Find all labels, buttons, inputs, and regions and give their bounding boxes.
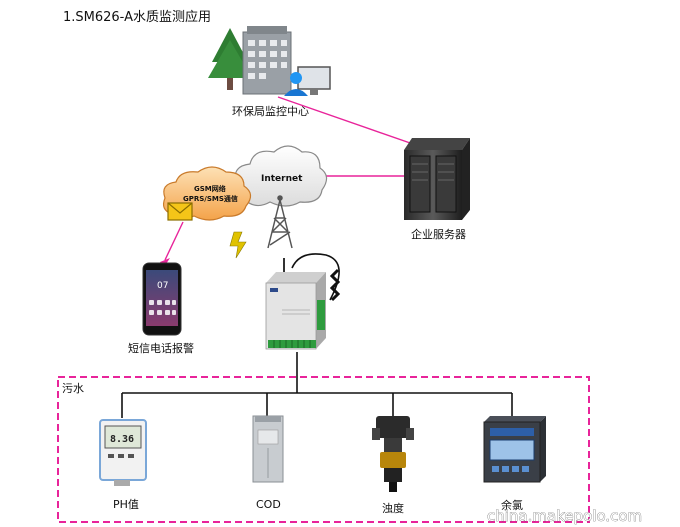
chlorine-label: 余氯: [501, 498, 523, 512]
cell-tower-icon: [267, 195, 293, 249]
ph-meter-icon: 8.36: [99, 419, 147, 486]
rtu-device-icon: [265, 253, 341, 350]
phone-clock: 07: [157, 281, 168, 291]
internet-cloud-icon: [233, 145, 328, 207]
epa-center-label: 环保局监控中心: [232, 104, 309, 118]
link-epa-server: [277, 96, 414, 145]
watermark: china.makepolo.com: [487, 507, 642, 525]
page-title: 1.SM626-A水质监测应用: [63, 9, 211, 25]
server-icon: [404, 138, 470, 220]
cod-analyzer-icon: [252, 415, 284, 483]
phone-icon: 07: [142, 262, 182, 336]
server-label: 企业服务器: [411, 227, 466, 241]
sewage-zone-label: 污水: [62, 382, 84, 395]
link-cloud-phone: [164, 221, 184, 261]
cod-label: COD: [256, 498, 281, 511]
gsm-cloud-line2: GPRS/SMS通信: [183, 194, 238, 203]
envelope-icon: [167, 202, 193, 221]
connections: [121, 96, 513, 418]
epa-center-icon: [208, 26, 331, 96]
gsm-cloud-line1: GSM网络: [194, 184, 226, 193]
sms-alarm-label: 短信电话报警: [128, 341, 194, 355]
ph-meter-reading: 8.36: [110, 434, 134, 445]
turbidity-sensor-icon: [372, 416, 414, 492]
sewage-zone-border: [57, 376, 590, 523]
internet-cloud-label: Internet: [261, 174, 303, 184]
lightning-icon: [229, 231, 247, 259]
chlorine-meter-icon: [483, 416, 546, 483]
turbidity-label: 浊度: [382, 501, 404, 515]
ph-label: PH值: [113, 498, 139, 511]
